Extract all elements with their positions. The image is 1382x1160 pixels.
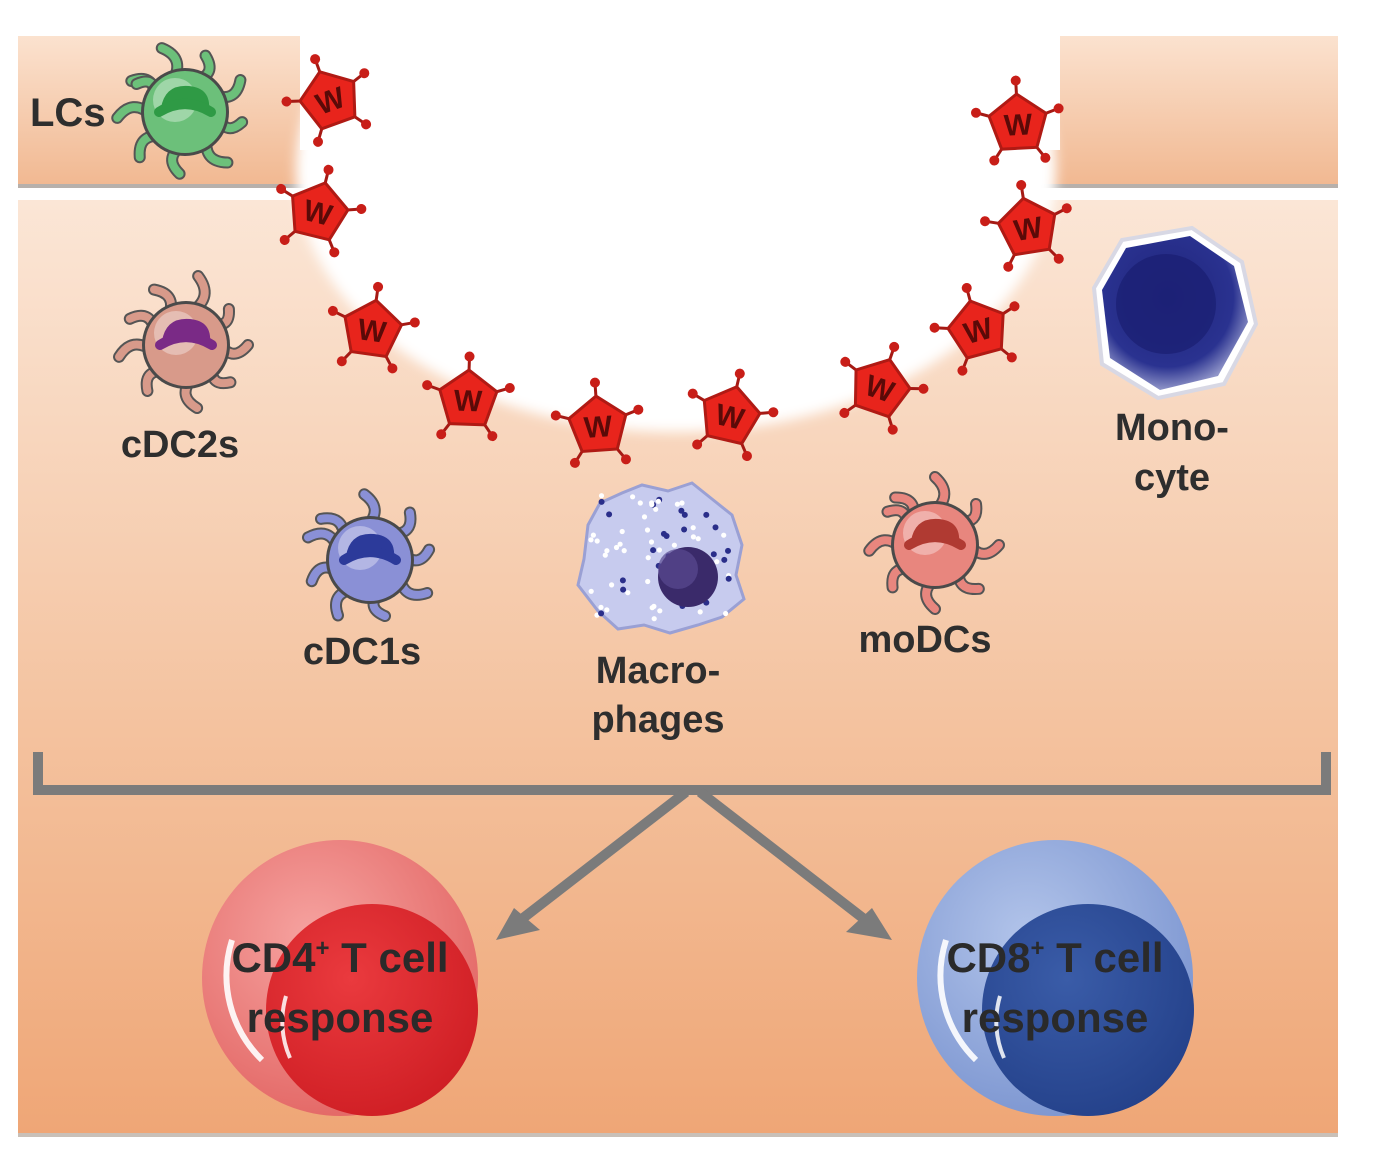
monocyte-cell	[1091, 225, 1259, 401]
monocyte-label-line2: cyte	[1134, 457, 1210, 499]
cdc1s-label: cDC1s	[303, 631, 421, 673]
virus-icon: W	[422, 351, 515, 442]
cd4-label: CD4+ T cell	[231, 934, 448, 981]
cd4-tcell	[202, 840, 478, 1116]
arrow-to-cd8	[696, 788, 892, 940]
virus-icon: W	[550, 377, 644, 468]
virus-label: W	[583, 410, 614, 445]
virus-icon: W	[327, 281, 420, 374]
cd8-label: CD8+ T cell	[946, 934, 1163, 981]
cd4-label-line2: response	[247, 994, 434, 1041]
macrophages-label-line2: phages	[591, 699, 724, 741]
modcs-label: moDCs	[858, 619, 991, 661]
virus-label: W	[453, 385, 483, 419]
cd8-tcell	[917, 840, 1194, 1116]
virus-icon: W	[929, 282, 1020, 376]
virus-label: W	[1003, 108, 1034, 142]
cdc1s-cell	[301, 488, 436, 623]
macrophages-label-line1: Macro-	[596, 650, 721, 692]
cdc2s-label: cDC2s	[121, 424, 239, 466]
virus-icon: W	[687, 368, 779, 462]
virus-icon: W	[276, 164, 367, 258]
virus-icon: W	[970, 75, 1064, 166]
virus-label: W	[1012, 211, 1046, 248]
lcs-cell	[111, 42, 249, 180]
lcs-label: LCs	[30, 91, 106, 135]
virus-icon: W	[980, 180, 1072, 272]
modcs-cell	[863, 471, 1005, 615]
cdc2s-cell	[113, 270, 254, 415]
virus-icon: W	[839, 341, 929, 435]
monocyte-label-line1: Mono-	[1115, 407, 1229, 449]
virus-icon: W	[281, 54, 372, 147]
macrophage-cell	[576, 481, 746, 635]
virus-label: W	[355, 313, 388, 350]
arrow-to-cd4	[496, 788, 690, 940]
cd8-label-line2: response	[962, 994, 1149, 1041]
